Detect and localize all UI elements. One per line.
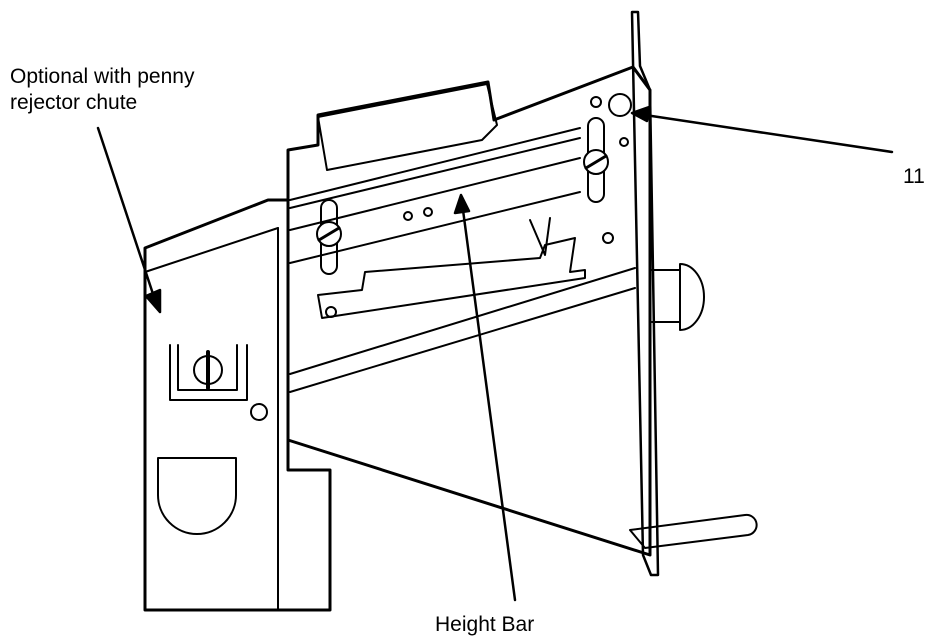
adjustment-screws — [316, 117, 609, 275]
lower-rail-top — [289, 267, 636, 375]
rail-hole-2 — [423, 207, 433, 217]
rail-inner — [289, 137, 581, 209]
label-optional-line1: Optional with penny — [10, 65, 195, 88]
top-tab — [317, 83, 498, 171]
mounting-plate — [608, 10, 660, 577]
return-knob — [651, 263, 705, 331]
label-optional-line2: rejector chute — [10, 91, 138, 114]
label-callout-11: 11 — [903, 165, 925, 188]
knob-shaft — [651, 269, 681, 323]
rail-lower — [289, 157, 581, 231]
main-housing — [286, 65, 652, 557]
penny-rejector-chute — [143, 198, 332, 612]
chute-window — [157, 457, 237, 535]
arrow-height-bar-head — [453, 193, 471, 215]
arrow-optional-line — [96, 126, 157, 302]
height-bar-hole-right — [602, 232, 614, 244]
arrow-optional-head — [144, 288, 162, 314]
arrow-11-head — [630, 105, 651, 123]
height-bar-hole-left — [325, 306, 337, 318]
right-screw-slot — [584, 154, 608, 170]
rail-top — [289, 127, 581, 201]
arrow-height-bar-line — [461, 208, 517, 602]
left-screw-slot — [317, 226, 341, 242]
return-lever — [629, 513, 758, 549]
mounting-plate-outline — [630, 10, 660, 577]
rail-base — [289, 191, 581, 264]
height-bar-plate — [317, 237, 586, 319]
height-bar — [317, 96, 629, 319]
knob-icon — [679, 263, 705, 331]
height-bar-tab — [529, 217, 551, 256]
callout-arrows — [96, 105, 894, 602]
chute-front-edge — [144, 227, 279, 273]
lever-icon — [629, 513, 758, 549]
label-height-bar: Height Bar — [435, 613, 535, 636]
rail-hole-1 — [403, 211, 413, 221]
chute-hole — [250, 403, 268, 421]
chute-outline — [143, 198, 332, 612]
arrow-11-line — [643, 113, 894, 154]
side-hole — [619, 137, 629, 147]
callout-11-target — [608, 93, 632, 117]
upper-hole — [590, 96, 602, 108]
chute-bracket — [169, 344, 248, 401]
housing-outline — [286, 65, 652, 557]
lower-rail-bottom — [289, 287, 636, 393]
